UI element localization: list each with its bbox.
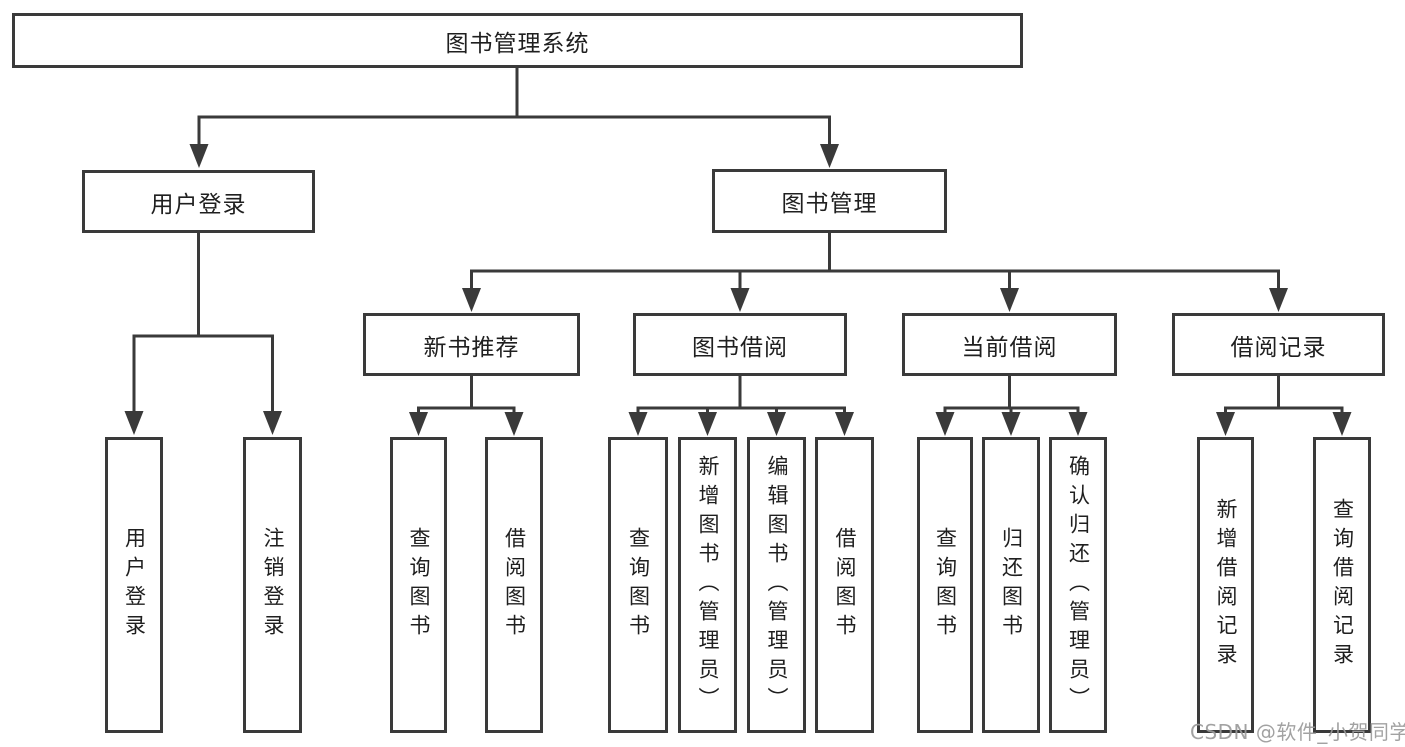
arrow-down-icon [1332, 412, 1352, 436]
arrow-down-icon [1269, 288, 1288, 312]
connector-book-borrow-to-leaves [628, 376, 854, 436]
node-root-label: 图书管理系统 [445, 30, 590, 57]
arrow-down-icon [1000, 288, 1019, 312]
arrow-down-icon [189, 144, 209, 168]
connector-user-login-to-leaves [124, 233, 282, 435]
arrow-down-icon [820, 144, 839, 168]
leaf-borrow-books: 借阅图书 [815, 437, 874, 733]
connector-line [197, 115, 831, 146]
connector-line [636, 406, 846, 414]
arrow-down-icon [1068, 412, 1088, 436]
leaf-edit-books-admin: 编辑图书（管理员） [747, 437, 806, 733]
node-book-management: 图书管理 [712, 169, 947, 233]
arrow-down-icon [124, 411, 144, 435]
leaf-label: 编辑图书（管理员） [765, 454, 789, 716]
node-borrow-records-label: 借阅记录 [1230, 334, 1327, 361]
node-borrow-records: 借阅记录 [1172, 313, 1385, 376]
leaf-return-books: 归还图书 [982, 437, 1040, 733]
leaf-query-borrow-record: 查询借阅记录 [1313, 437, 1371, 733]
leaf-label: 新增图书（管理员） [696, 454, 720, 716]
leaf-label: 查询图书 [933, 527, 958, 643]
node-book-management-label: 图书管理 [781, 191, 878, 217]
arrow-down-icon [935, 412, 955, 436]
arrow-down-icon [767, 412, 786, 436]
leaf-logout: 注销登录 [243, 437, 302, 733]
leaf-label: 借阅图书 [502, 527, 527, 643]
leaf-add-borrow-record: 新增借阅记录 [1197, 437, 1254, 733]
arrow-down-icon [835, 412, 854, 436]
connector-line [132, 334, 274, 413]
node-new-book-recommend-label: 新书推荐 [423, 334, 520, 361]
node-user-login-label: 用户登录 [150, 191, 247, 218]
connector-book-management-to-level3 [462, 233, 1288, 312]
connector-new-book-to-leaves [409, 376, 524, 436]
leaf-label: 查询借阅记录 [1330, 498, 1355, 672]
leaf-label: 确认归还（管理员） [1066, 454, 1091, 716]
leaf-query-books-current: 查询图书 [917, 437, 973, 733]
arrow-down-icon [504, 412, 524, 436]
connector-current-borrow-to-leaves [935, 376, 1088, 436]
node-new-book-recommend: 新书推荐 [363, 313, 580, 376]
connector-root-to-level2 [189, 68, 839, 168]
node-current-borrow-label: 当前借阅 [961, 334, 1058, 361]
watermark: CSDN @软件_小贺同学 [1190, 720, 1405, 744]
connector-line [1224, 406, 1344, 414]
leaf-query-books-recommend: 查询图书 [390, 437, 447, 733]
connector-line [470, 269, 1280, 290]
leaf-label: 新增借阅记录 [1214, 498, 1238, 672]
leaf-label: 查询图书 [407, 527, 431, 643]
node-book-borrow: 图书借阅 [633, 313, 847, 376]
arrow-down-icon [730, 288, 750, 312]
leaf-borrow-books-recommend: 借阅图书 [485, 437, 543, 733]
node-current-borrow: 当前借阅 [902, 313, 1117, 376]
arrow-down-icon [1216, 412, 1235, 436]
leaf-add-books-admin: 新增图书（管理员） [678, 437, 737, 733]
node-root: 图书管理系统 [12, 13, 1023, 68]
arrow-down-icon [462, 288, 481, 312]
arrow-down-icon [1001, 412, 1021, 436]
leaf-confirm-return-admin: 确认归还（管理员） [1049, 437, 1107, 733]
leaf-label: 归还图书 [999, 527, 1024, 643]
arrow-down-icon [263, 411, 282, 435]
node-book-borrow-label: 图书借阅 [692, 334, 788, 361]
leaf-label: 用户登录 [122, 527, 147, 643]
connector-line [417, 406, 516, 414]
leaf-label: 借阅图书 [833, 527, 857, 643]
connector-borrow-records-to-leaves [1216, 376, 1352, 436]
leaf-label: 注销登录 [261, 527, 285, 643]
node-user-login: 用户登录 [82, 170, 315, 233]
arrow-down-icon [409, 412, 428, 436]
leaf-label: 查询图书 [626, 527, 651, 643]
leaf-user-login: 用户登录 [105, 437, 163, 733]
leaf-query-books-borrow: 查询图书 [608, 437, 668, 733]
arrow-down-icon [698, 412, 717, 436]
arrow-down-icon [628, 412, 648, 436]
